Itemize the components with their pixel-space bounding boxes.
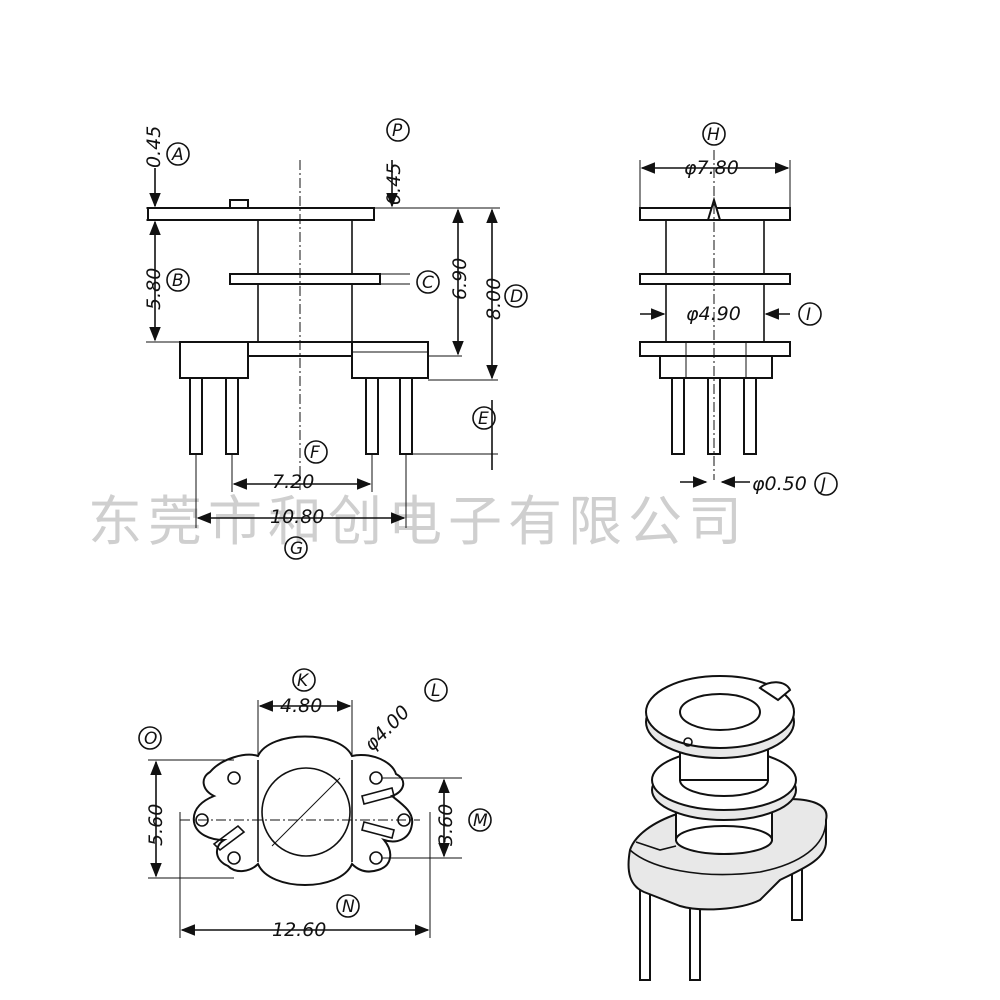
dim-p-value: 0.45 <box>383 163 405 205</box>
dim-a-value: 0.45 <box>143 126 165 168</box>
base-outline <box>192 735 414 886</box>
dim-j-value: φ0.50 <box>752 473 807 495</box>
pin-3 <box>365 377 379 455</box>
svg-text:N: N <box>342 897 355 917</box>
iso-pin-1 <box>639 879 651 981</box>
svg-text:P: P <box>392 121 403 141</box>
middle-flange <box>229 273 381 285</box>
callout-j: J <box>814 472 838 496</box>
callout-c: C <box>416 270 440 294</box>
callout-g: G <box>284 536 308 560</box>
dim-h-value: φ7.80 <box>684 157 739 179</box>
company-watermark: 东莞市和创电子有限公司 <box>88 490 748 553</box>
callout-m: M <box>468 808 492 832</box>
callout-l: L <box>424 678 448 702</box>
side-middle-flange <box>639 273 791 285</box>
side-base-lower <box>659 355 773 379</box>
svg-text:H: H <box>707 125 720 145</box>
svg-text:E: E <box>478 409 489 429</box>
side-base <box>639 341 791 357</box>
dim-g-value: 10.80 <box>270 506 324 528</box>
svg-text:K: K <box>297 671 310 691</box>
svg-text:B: B <box>172 271 184 291</box>
base-right-block <box>351 341 429 379</box>
front-view: 0.45 5.80 0.45 6.90 8.00 7.20 10.80 A B … <box>143 118 528 560</box>
side-pin-1 <box>671 377 685 455</box>
dim-o-value: 5.60 <box>145 804 167 846</box>
svg-text:C: C <box>422 273 434 293</box>
pin-hole-3 <box>227 851 241 865</box>
callout-p: P <box>386 118 410 142</box>
base-left-block <box>179 341 249 379</box>
dim-i-value: φ4.90 <box>686 303 741 325</box>
inner-bore <box>261 767 351 857</box>
callout-a: A <box>166 142 190 166</box>
pin-hole-1 <box>227 771 241 785</box>
dim-b-value: 5.80 <box>143 268 165 310</box>
pin-2 <box>225 377 239 455</box>
callout-o: O <box>138 726 162 750</box>
flange-notch <box>229 199 249 209</box>
callout-f: F <box>304 440 328 464</box>
svg-text:M: M <box>473 811 488 831</box>
dim-f-value: 7.20 <box>272 471 314 493</box>
dim-n-value: 12.60 <box>272 919 326 941</box>
callout-d: D <box>504 284 528 308</box>
pin-1 <box>189 377 203 455</box>
svg-text:D: D <box>510 287 523 307</box>
svg-text:F: F <box>310 443 320 463</box>
dim-d-value: 8.00 <box>483 278 505 320</box>
callout-b: B <box>166 268 190 292</box>
dim-m-value: 3.60 <box>435 804 457 846</box>
svg-text:I: I <box>806 305 811 325</box>
svg-text:G: G <box>290 539 303 559</box>
dim-l-value: φ4.00 <box>360 701 414 755</box>
slot-left <box>212 824 246 852</box>
callout-k: K <box>292 668 316 692</box>
callout-n: N <box>336 894 360 918</box>
iso-pin-2 <box>689 899 701 981</box>
slot-right-top <box>361 787 395 805</box>
callout-i: I <box>798 302 822 326</box>
side-pin-2 <box>743 377 757 455</box>
svg-text:A: A <box>171 145 184 165</box>
svg-text:O: O <box>144 729 157 749</box>
bottom-view: 4.80 φ4.00 5.60 3.60 12.60 K L O M N <box>138 668 492 941</box>
dim-c-value: 6.90 <box>449 258 471 300</box>
callout-h: H <box>702 122 726 146</box>
isometric-view <box>627 675 828 981</box>
svg-text:J: J <box>818 475 826 495</box>
side-view: φ7.80 φ4.90 φ0.50 H I J <box>639 122 838 496</box>
dim-k-value: 4.80 <box>280 695 322 717</box>
pin-4 <box>399 377 413 455</box>
callout-e: E <box>472 406 496 430</box>
svg-text:L: L <box>431 681 440 701</box>
slot-right-bottom <box>361 821 395 839</box>
top-flange <box>147 207 375 221</box>
